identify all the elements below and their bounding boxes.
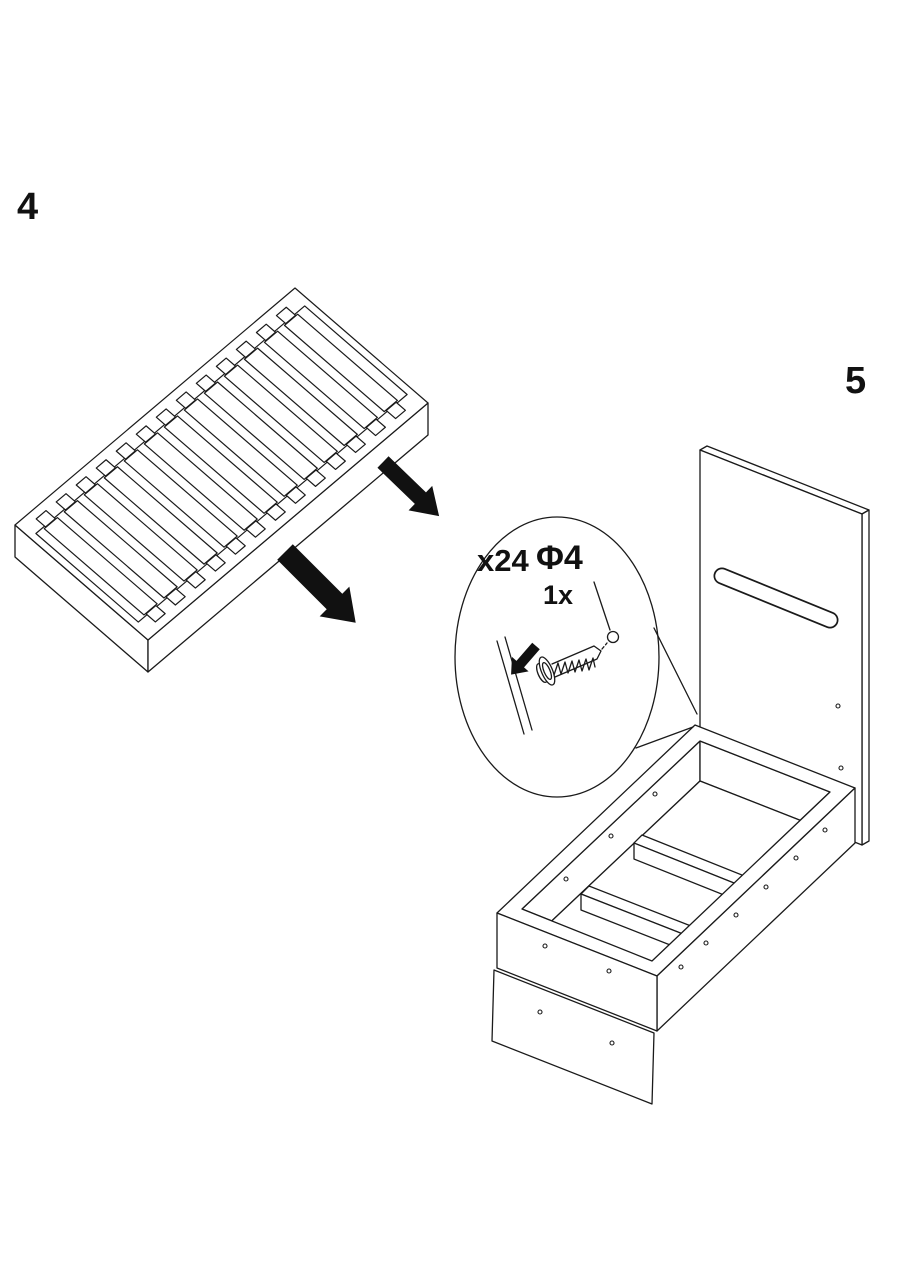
step-number-5: 5 — [845, 360, 867, 402]
pilot-hole-icon — [606, 630, 620, 644]
callout-count-label: 1x — [543, 580, 574, 610]
callout-quantity-label: x24 — [477, 543, 529, 578]
callout-leader-line — [653, 627, 698, 715]
panel-edge-lines — [496, 636, 533, 735]
headboard-slot-inner — [715, 569, 837, 627]
insert-axis-dashed-line — [601, 642, 608, 650]
slats — [35, 306, 408, 624]
base-top-face — [15, 288, 428, 640]
slatted-base-illustration — [15, 288, 428, 672]
arrow-down-right-icon — [377, 456, 440, 517]
label-pointer-line — [593, 581, 611, 631]
callout-diameter-label: Φ4 — [536, 539, 583, 577]
callout-circle — [454, 516, 660, 798]
insert-arrow-icon — [511, 642, 540, 675]
screw-icon — [535, 645, 602, 686]
bed-frame-illustration — [491, 445, 870, 1105]
callout-leader-line — [635, 726, 694, 749]
footboard-panel — [491, 969, 655, 1105]
screw-holes — [537, 703, 844, 1046]
step-number-4: 4 — [17, 186, 39, 228]
magnifier-callout — [454, 516, 698, 798]
frame-foot-outer-face — [496, 912, 658, 1032]
arrow-down-right-icon — [277, 544, 356, 623]
headboard-side-edge — [861, 509, 870, 846]
